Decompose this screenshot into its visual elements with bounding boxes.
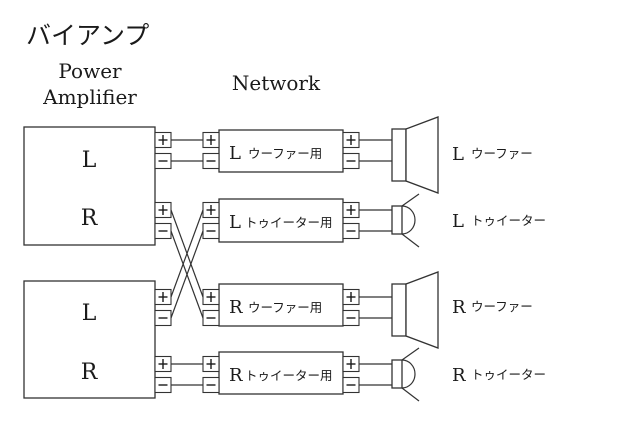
plus-terminal xyxy=(342,131,360,149)
speaker-L-woofer: L ウーファー xyxy=(391,116,533,194)
minus-terminal xyxy=(342,152,360,170)
speaker-L-tweeter: L トゥイーター xyxy=(391,193,546,248)
speaker-label: ウーファー xyxy=(471,146,533,161)
network-R-woofer: R ウーファー用 xyxy=(218,283,344,327)
plus-terminal xyxy=(154,201,172,219)
minus-terminal xyxy=(154,222,172,240)
woofer-icon xyxy=(391,116,439,194)
amplifier-2: L R xyxy=(23,280,156,399)
speaker-R-woofer: R ウーファー xyxy=(391,271,533,349)
speaker-R-tweeter: R トゥイーター xyxy=(391,347,546,402)
network-box xyxy=(218,198,344,243)
speaker-channel: L xyxy=(452,211,464,232)
plus-terminal xyxy=(342,201,360,219)
minus-terminal xyxy=(154,152,172,170)
network-box xyxy=(218,129,344,173)
speaker-channel: L xyxy=(452,144,464,165)
amp-channel-label: L xyxy=(82,148,97,173)
minus-terminal xyxy=(342,309,360,327)
minus-terminal xyxy=(154,309,172,327)
amplifier-1: L R xyxy=(23,126,156,246)
speaker-label: トゥイーター xyxy=(471,213,546,228)
plus-terminal xyxy=(154,355,172,373)
network-R-tweeter: R トゥイーター用 xyxy=(218,351,344,395)
plus-terminal xyxy=(342,288,360,306)
amplifier-box xyxy=(23,280,156,399)
minus-terminal xyxy=(202,376,220,394)
plus-terminal xyxy=(202,201,220,219)
plus-terminal xyxy=(202,288,220,306)
terminals xyxy=(154,131,360,394)
network-L-tweeter: L トゥイーター用 xyxy=(218,198,344,243)
wire-amp2-L-plus xyxy=(170,209,204,298)
minus-terminal xyxy=(342,376,360,394)
amplifier-header-line2: Amplifier xyxy=(42,85,137,109)
network-channel: L xyxy=(229,212,241,233)
amp-channel-label: R xyxy=(81,206,99,231)
network-box xyxy=(218,351,344,395)
wire-amp2-L-minus xyxy=(170,230,204,319)
speaker-label: ウーファー xyxy=(471,299,533,314)
network-label: ウーファー用 xyxy=(248,300,322,315)
network-label: ウーファー用 xyxy=(248,146,322,161)
speaker-channel: R xyxy=(452,297,466,318)
network-channel: R xyxy=(229,297,243,318)
tweeter-icon xyxy=(391,347,420,402)
plus-terminal xyxy=(202,355,220,373)
plus-terminal xyxy=(154,131,172,149)
amp-channel-label: L xyxy=(82,301,97,326)
network-L-woofer: L ウーファー用 xyxy=(218,129,344,173)
network-channel: R xyxy=(229,365,243,386)
network-label: トゥイーター用 xyxy=(245,368,333,383)
minus-terminal xyxy=(202,152,220,170)
woofer-icon xyxy=(391,271,439,349)
speaker-channel: R xyxy=(452,365,466,386)
network-header: Network xyxy=(232,71,321,95)
plus-terminal xyxy=(342,355,360,373)
minus-terminal xyxy=(342,222,360,240)
speaker-label: トゥイーター xyxy=(471,367,546,382)
minus-terminal xyxy=(154,376,172,394)
amplifier-box xyxy=(23,126,156,246)
amplifier-header-line1: Power xyxy=(58,59,122,83)
plus-terminal xyxy=(154,288,172,306)
wires xyxy=(170,139,392,386)
minus-terminal xyxy=(202,222,220,240)
tweeter-icon xyxy=(391,193,420,248)
plus-terminal xyxy=(202,131,220,149)
diagram-title: バイアンプ xyxy=(26,21,149,50)
network-label: トゥイーター用 xyxy=(245,215,333,230)
network-channel: L xyxy=(229,143,241,164)
minus-terminal xyxy=(202,309,220,327)
amp-channel-label: R xyxy=(81,360,99,385)
